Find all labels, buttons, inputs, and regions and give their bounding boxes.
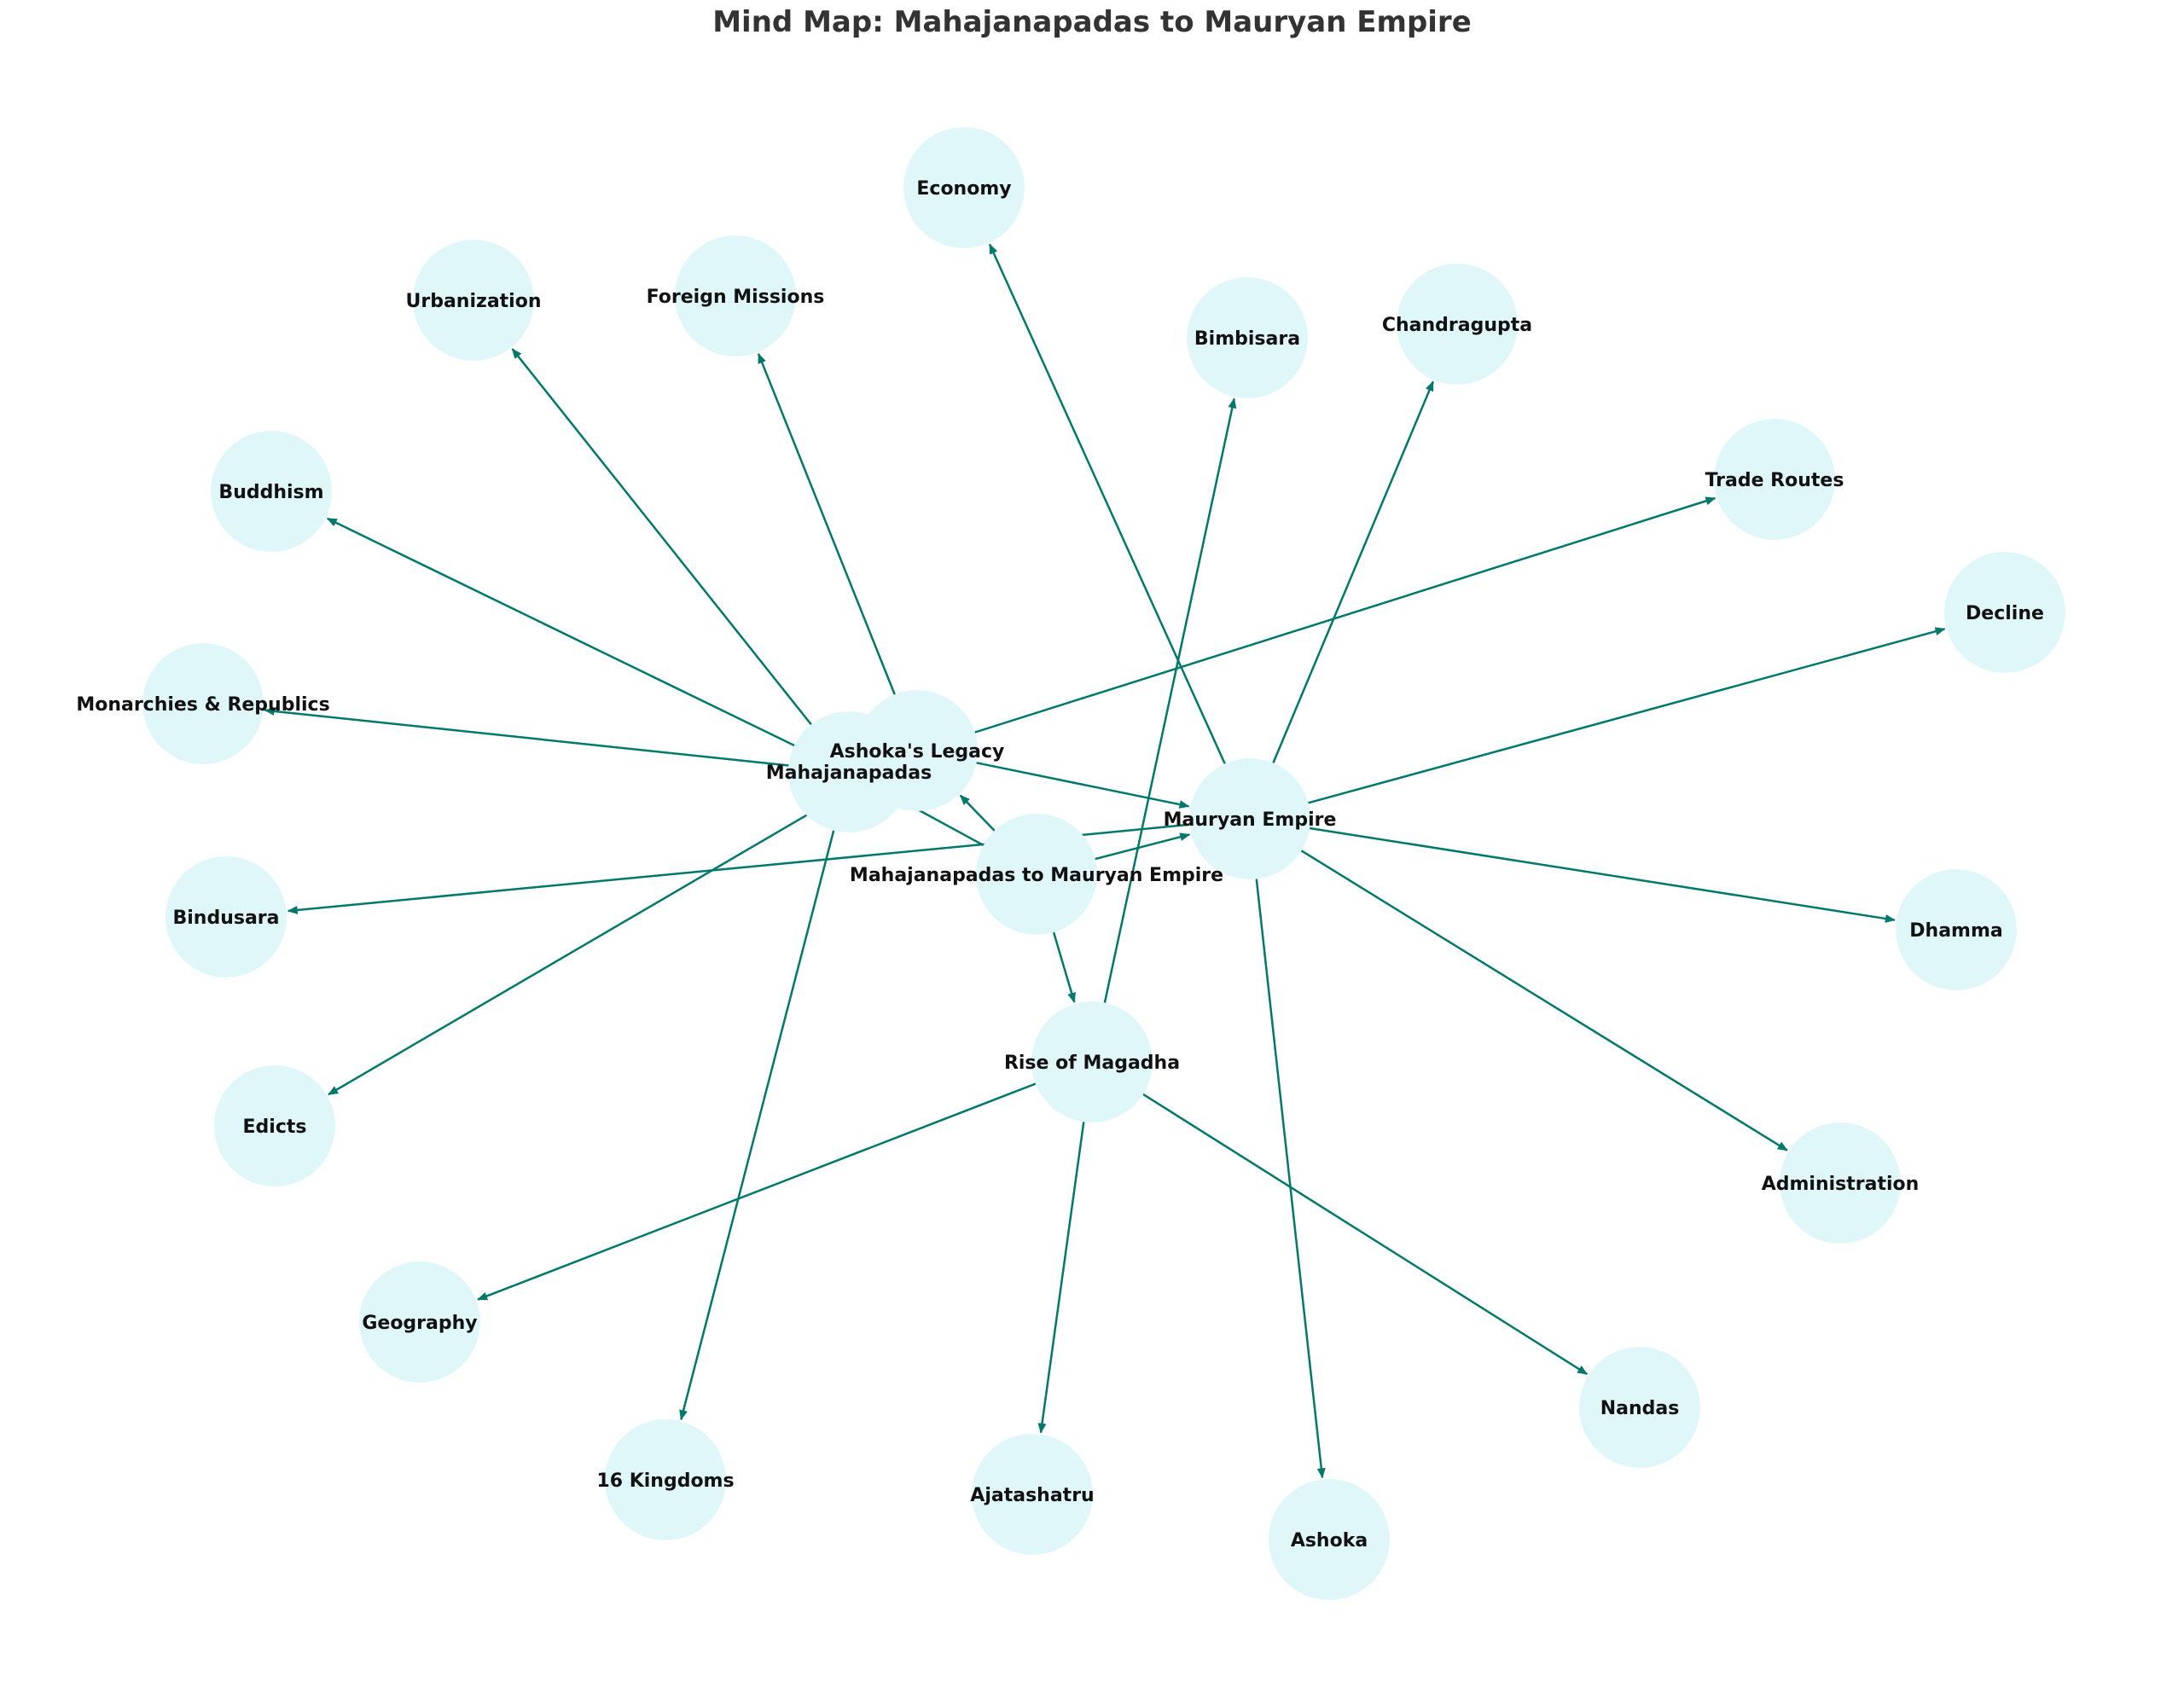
edge-legacy-to-foreign [757, 352, 896, 695]
node-chandragupta[interactable] [1397, 264, 1518, 385]
node-trade[interactable] [1714, 419, 1835, 540]
node-circle [166, 856, 287, 977]
edge-magadha-to-nandas [1142, 1093, 1589, 1376]
node-circle [1780, 1122, 1901, 1244]
edge-mahajanapadas-to-urbanization [511, 348, 812, 726]
edges-layer [264, 243, 1946, 1479]
node-label-ajatashatru: Ajatashatru [970, 1485, 1094, 1506]
node-label-foreign: Foreign Missions [647, 287, 825, 308]
node-label-bimbisara: Bimbisara [1194, 328, 1300, 350]
node-circle [1187, 277, 1308, 398]
node-urbanization[interactable] [413, 240, 534, 361]
node-mauryan[interactable] [1189, 758, 1310, 879]
node-circle [413, 240, 534, 361]
node-label-edicts: Edicts [243, 1116, 307, 1138]
node-label-dhamma: Dhamma [1909, 920, 2002, 942]
node-bimbisara[interactable] [1187, 277, 1308, 398]
node-circle [903, 127, 1025, 248]
node-bindusara[interactable] [166, 856, 287, 977]
node-nandas[interactable] [1579, 1347, 1700, 1468]
nodes-layer: Mahajanapadas to Mauryan Empire Mahajanap… [76, 127, 2065, 1600]
node-label-decline: Decline [1966, 603, 2044, 624]
edge-magadha-to-ajatashatru [1037, 1122, 1085, 1434]
node-circle [605, 1419, 726, 1540]
node-geography[interactable] [359, 1262, 480, 1383]
node-circle [1579, 1347, 1700, 1468]
edge-mauryan-to-decline [1308, 627, 1946, 804]
edge-mauryan-to-chandragupta [1272, 380, 1434, 763]
node-circle [1031, 1001, 1153, 1122]
node-circle [972, 1434, 1093, 1555]
node-label-root: Mahajanapadas to Mauryan Empire [850, 865, 1223, 886]
node-label-buddhism: Buddhism [218, 482, 323, 503]
node-dhamma[interactable] [1896, 869, 2017, 990]
node-circle [211, 431, 332, 552]
node-ajatashatru[interactable] [972, 1434, 1093, 1555]
node-foreign[interactable] [675, 235, 796, 357]
node-monarchies[interactable] [142, 643, 264, 764]
node-circle [1944, 552, 2065, 673]
edge-mahajanapadas-to-kingdoms16 [679, 830, 835, 1421]
node-circle [214, 1065, 335, 1186]
node-label-chandragupta: Chandragupta [1382, 315, 1532, 336]
node-legacy[interactable] [857, 690, 978, 811]
node-circle [1896, 869, 2017, 990]
node-label-monarchies: Monarchies & Republics [76, 694, 329, 716]
edge-mahajanapadas-to-monarchies [264, 706, 789, 767]
edge-mauryan-to-administration [1300, 850, 1788, 1151]
edge-mauryan-to-economy [988, 243, 1226, 764]
node-kingdoms16[interactable] [605, 1419, 726, 1540]
edge-root-to-magadha [1052, 931, 1076, 1003]
node-label-ashoka: Ashoka [1291, 1530, 1368, 1552]
edge-mauryan-to-ashoka [1255, 879, 1326, 1479]
node-root[interactable] [976, 814, 1097, 935]
node-administration[interactable] [1780, 1122, 1901, 1244]
node-circle [1397, 264, 1518, 385]
node-label-mahajanapadas: Mahajanapadas [766, 763, 932, 784]
node-label-geography: Geography [362, 1313, 477, 1334]
node-label-economy: Economy [916, 178, 1011, 200]
node-label-administration: Administration [1762, 1174, 1920, 1195]
node-label-nandas: Nandas [1600, 1398, 1680, 1419]
node-ashoka[interactable] [1269, 1479, 1390, 1600]
node-label-trade: Trade Routes [1705, 470, 1844, 491]
node-edicts[interactable] [214, 1065, 335, 1186]
node-circle [142, 643, 264, 764]
edge-root-to-legacy [959, 794, 996, 832]
node-decline[interactable] [1944, 552, 2065, 673]
edge-mahajanapadas-to-buddhism [326, 517, 795, 747]
node-label-urbanization: Urbanization [406, 291, 542, 312]
diagram-title: Mind Map: Mahajanapadas to Mauryan Empir… [712, 5, 1472, 39]
node-label-mauryan: Mauryan Empire [1164, 809, 1337, 831]
node-buddhism[interactable] [211, 431, 332, 552]
node-label-bindusara: Bindusara [172, 908, 279, 929]
edge-mauryan-to-dhamma [1309, 826, 1896, 923]
node-magadha[interactable] [1031, 1001, 1153, 1122]
node-label-kingdoms16: 16 Kingdoms [596, 1470, 734, 1492]
node-circle [857, 690, 978, 811]
node-economy[interactable] [903, 127, 1025, 248]
edge-root-to-mauryan [1095, 832, 1191, 861]
edge-legacy-to-mauryan [976, 762, 1190, 809]
node-circle [976, 814, 1097, 935]
node-circle [359, 1262, 480, 1383]
node-circle [1714, 419, 1835, 540]
node-label-legacy: Ashoka's Legacy [830, 741, 1005, 763]
node-circle [675, 235, 796, 357]
node-circle [1189, 758, 1310, 879]
edge-magadha-to-geography [477, 1082, 1037, 1301]
node-circle [1269, 1479, 1390, 1600]
edge-legacy-to-edicts [328, 780, 866, 1096]
node-label-magadha: Rise of Magadha [1004, 1053, 1180, 1074]
edge-magadha-to-bimbisara [1103, 397, 1237, 1003]
edge-legacy-to-trade [974, 496, 1716, 734]
